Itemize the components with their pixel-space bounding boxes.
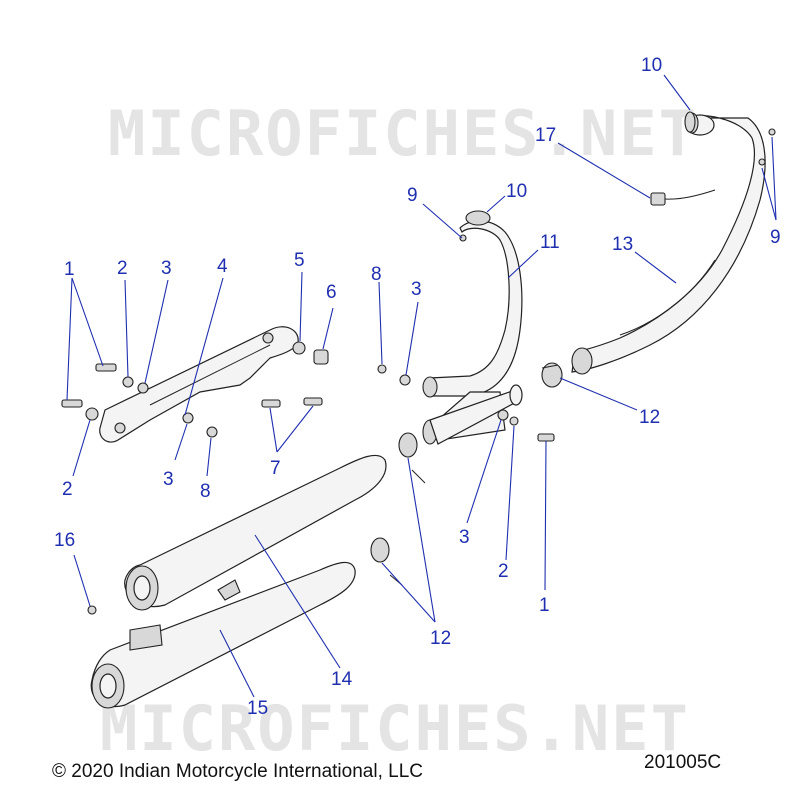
callout-3: 3: [161, 258, 172, 279]
callout-8: 8: [200, 481, 211, 502]
callout-1: 1: [539, 595, 550, 616]
muffler-upper: [124, 454, 387, 611]
callout-2: 2: [62, 479, 73, 500]
callout-16: 16: [54, 530, 75, 551]
callout-15: 15: [247, 698, 268, 719]
callout-9: 9: [407, 185, 418, 206]
watermark-top: MICROFICHES.NET: [108, 97, 698, 170]
clamp: [398, 432, 426, 484]
callout-9: 9: [770, 227, 781, 248]
callout-3: 3: [459, 527, 470, 548]
mount-bracket: [99, 326, 299, 443]
callout-17: 17: [535, 125, 556, 146]
nut: [768, 128, 776, 136]
leader-lines: [66, 74, 777, 698]
callout-10: 10: [506, 181, 527, 202]
callout-2: 2: [117, 258, 128, 279]
clamp: [370, 537, 403, 586]
callout-2: 2: [498, 561, 509, 582]
callout-12: 12: [430, 628, 451, 649]
gasket: [684, 111, 696, 133]
nut: [459, 234, 467, 242]
watermark-bottom: MICROFICHES.NET: [100, 692, 690, 765]
callout-3: 3: [163, 469, 174, 490]
callout-1: 1: [64, 259, 75, 280]
callout-4: 4: [217, 256, 228, 277]
callout-3: 3: [411, 279, 422, 300]
diagram-code: 201005C: [644, 752, 721, 773]
callout-13: 13: [612, 234, 633, 255]
callout-10: 10: [641, 55, 662, 76]
oxygen-sensor: [650, 189, 716, 206]
rear-head-pipe: [422, 220, 523, 445]
copyright-text: © 2020 Indian Motorcycle International, …: [52, 761, 423, 782]
muffler-lower: [90, 561, 356, 709]
callout-5: 5: [294, 250, 305, 271]
callouts: 10 17 9 10 11 13 9 1 2 3 4 5 6 8 3 12 2 …: [54, 55, 781, 719]
callout-7: 7: [270, 458, 281, 479]
callout-12: 12: [639, 407, 660, 428]
gasket: [465, 210, 491, 226]
clamp: [541, 362, 563, 388]
callout-8: 8: [371, 264, 382, 285]
callout-14: 14: [331, 669, 353, 690]
callout-11: 11: [540, 232, 560, 253]
nut: [758, 158, 766, 166]
callout-6: 6: [326, 282, 337, 303]
